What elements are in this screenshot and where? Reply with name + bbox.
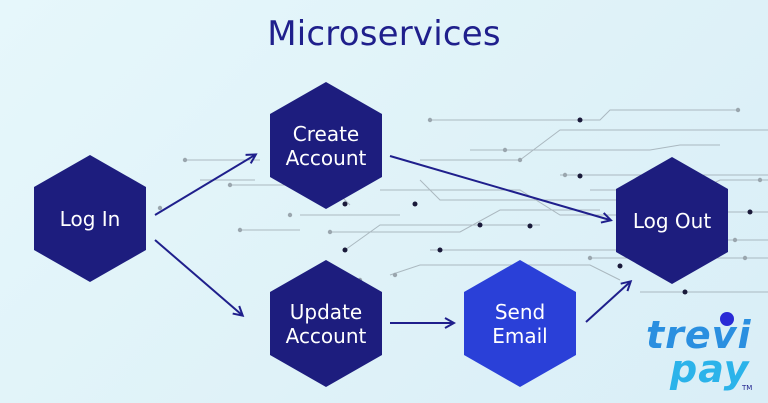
node-create-label: Create Account (270, 114, 382, 178)
trevipay-logo: trevi pay TM (640, 312, 755, 396)
edge-login-create (154, 155, 255, 216)
node-update-hexagon (270, 260, 382, 387)
circuit-dots (157, 107, 763, 295)
node-update-label: Update Account (270, 292, 382, 356)
edge-email-logout (585, 282, 630, 323)
node-email-label: Send Email (464, 292, 576, 356)
edge-login-update (154, 239, 242, 315)
logo-dot-icon (720, 312, 734, 326)
node-create-text-line2: Account (285, 146, 367, 170)
node-create-text-line1: Create (292, 122, 360, 146)
node-email-text-line1: Send (494, 300, 546, 324)
node-update-text-line2: Account (285, 324, 367, 348)
edge-create-logout (389, 155, 610, 220)
page-title: Microservices (267, 14, 501, 54)
node-login-label: Log In (34, 187, 146, 251)
node-logout-text: Log Out (632, 209, 712, 233)
node-logout-label: Log Out (616, 189, 728, 253)
node-login-text: Log In (59, 207, 121, 231)
logo-text-line2: pay (670, 347, 750, 391)
node-email-hexagon (464, 260, 576, 387)
node-logout-hexagon (616, 157, 728, 284)
node-login-hexagon (34, 155, 146, 282)
logo-text-line1: trevi (646, 313, 752, 357)
node-email-text-line2: Email (492, 324, 548, 348)
node-create-hexagon (270, 82, 382, 209)
node-update-text-line1: Update (289, 300, 363, 324)
logo-trademark: TM (742, 384, 753, 392)
